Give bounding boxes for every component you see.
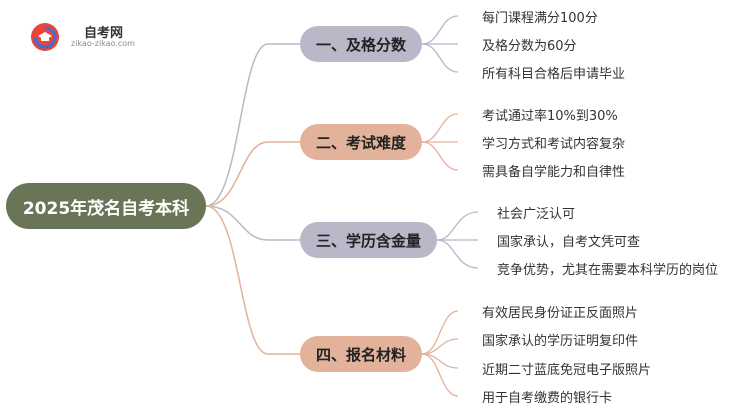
root-node: 2025年茂名自考本科 bbox=[6, 183, 206, 229]
leaf-b3-3: 竞争优势，尤其在需要本科学历的岗位 bbox=[497, 263, 719, 278]
connector-root-branch2 bbox=[205, 141, 300, 207]
connector-b4-leaf2 bbox=[421, 338, 459, 355]
leaf-b1-1: 每门课程满分100分 bbox=[482, 11, 598, 26]
logo-title: 自考网 bbox=[84, 26, 124, 41]
leaf-b3-2: 国家承认，自考文凭可查 bbox=[497, 235, 641, 250]
connector-root-branch1 bbox=[205, 43, 300, 207]
logo-url: zikao-zikao.com bbox=[71, 39, 135, 48]
leaf-b2-2: 学习方式和考试内容复杂 bbox=[482, 137, 626, 152]
leaf-b3-1: 社会广泛认可 bbox=[497, 207, 576, 222]
connector-root-branch4 bbox=[205, 205, 300, 355]
connector-b2-leaf1 bbox=[421, 113, 459, 143]
branch-exam-difficulty: 二、考试难度 bbox=[300, 124, 422, 160]
connector-b3-leaf3 bbox=[436, 239, 479, 269]
leaf-b1-2: 及格分数为60分 bbox=[482, 39, 577, 54]
leaf-b4-2: 国家承认的学历证明复印件 bbox=[482, 334, 639, 349]
leaf-b2-3: 需具备自学能力和自律性 bbox=[482, 165, 626, 180]
connector-b1-leaf1 bbox=[421, 15, 459, 45]
connector-root-branch3 bbox=[205, 205, 300, 241]
connector-b3-leaf1 bbox=[436, 211, 479, 241]
connector-b1-leaf3 bbox=[421, 43, 459, 73]
leaf-b4-1: 有效居民身份证正反面照片 bbox=[482, 306, 639, 321]
leaf-b4-3: 近期二寸蓝底免冠电子版照片 bbox=[482, 363, 652, 378]
leaf-b2-1: 考试通过率10%到30% bbox=[482, 109, 618, 124]
branch-passing-score: 一、及格分数 bbox=[300, 26, 422, 62]
branch-degree-value: 三、学历含金量 bbox=[300, 222, 437, 258]
connector-b4-leaf1 bbox=[421, 310, 459, 355]
branch-registration-materials: 四、报名材料 bbox=[300, 336, 422, 372]
leaf-b1-3: 所有科目合格后申请毕业 bbox=[482, 67, 626, 82]
connector-b4-leaf4 bbox=[421, 353, 459, 397]
leaf-b4-4: 用于自考缴费的银行卡 bbox=[482, 391, 613, 406]
graduation-cap-icon bbox=[31, 23, 59, 51]
site-logo[interactable]: 自考网 zikao-zikao.com bbox=[30, 20, 150, 54]
connector-b2-leaf3 bbox=[421, 141, 459, 171]
